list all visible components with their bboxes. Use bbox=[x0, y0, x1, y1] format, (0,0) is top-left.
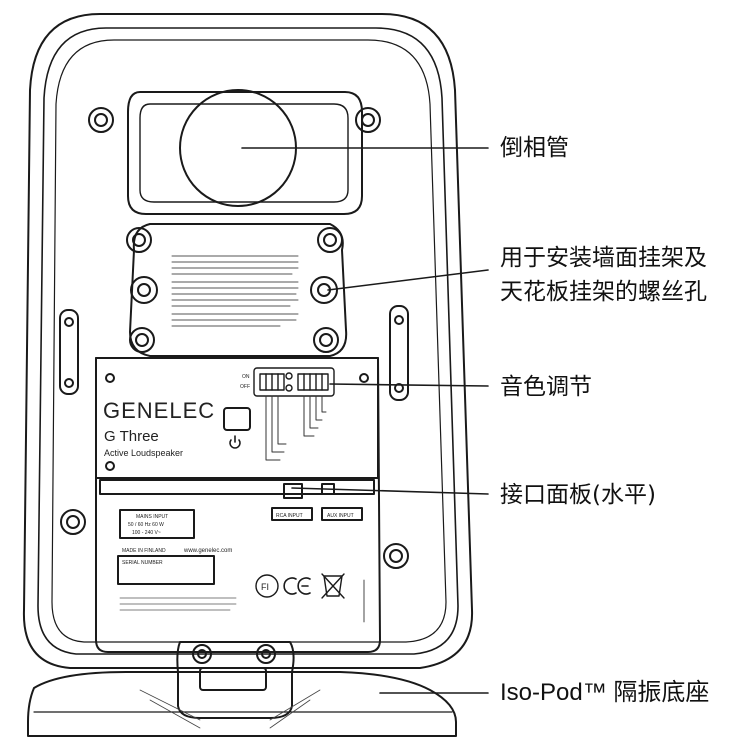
mains-label: MAINS INPUT bbox=[136, 514, 168, 520]
rca-input-box bbox=[271, 507, 313, 521]
panel-ridge bbox=[99, 479, 375, 495]
dip-leader-lines bbox=[265, 395, 327, 461]
mains-info-box bbox=[119, 509, 195, 539]
website-label: www.genelec.com bbox=[183, 548, 232, 554]
side-slot-right bbox=[389, 305, 409, 401]
callout-isopod-text: Iso-Pod™ 隔振底座 bbox=[500, 679, 710, 706]
switch-off-label: OFF bbox=[240, 384, 250, 390]
screw-top-left bbox=[88, 107, 114, 133]
screw-bottom-left bbox=[60, 509, 86, 535]
iso-pod-base bbox=[27, 671, 457, 737]
panel-ridge-notch bbox=[283, 483, 303, 499]
nameplate-brand: GENELEC bbox=[103, 398, 215, 423]
callout-mount-line2: 天花板挂架的螺丝孔 bbox=[500, 279, 707, 305]
fi-mark-label: FI bbox=[261, 582, 269, 592]
dip-switch-block bbox=[253, 367, 335, 397]
bracket-window bbox=[199, 667, 267, 691]
mount-screw-tr bbox=[317, 227, 343, 253]
callout-port: 倒相管 bbox=[500, 131, 569, 165]
mount-screw-ml bbox=[130, 276, 158, 304]
nameplate-logo-box bbox=[223, 407, 251, 431]
screw-top-right bbox=[355, 107, 381, 133]
mount-screw-tl bbox=[126, 227, 152, 253]
ce-mark-icon bbox=[283, 577, 311, 595]
switch-on-label: ON bbox=[242, 374, 250, 380]
cabinet-inner2 bbox=[51, 39, 447, 643]
mount-screw-bl bbox=[129, 327, 155, 353]
leader-mount bbox=[327, 269, 489, 291]
leader-tone bbox=[329, 383, 489, 387]
nameplate-model: G Three bbox=[104, 428, 159, 445]
strip-hole-right bbox=[359, 373, 369, 383]
cabinet-outer bbox=[22, 13, 474, 669]
screw-bottom-right bbox=[383, 543, 409, 569]
strip-hole-left bbox=[105, 373, 115, 383]
callout-mount: 用于安装墙面挂架及 天花板挂架的螺丝孔 bbox=[500, 241, 707, 309]
callout-isopod: Iso-Pod™ 隔振底座 bbox=[500, 676, 709, 710]
made-in-label: MADE IN FINLAND bbox=[122, 548, 166, 554]
connector-panel bbox=[95, 357, 381, 653]
port-recess-inner bbox=[139, 103, 349, 203]
fine-print-lines bbox=[119, 597, 237, 611]
bracket-screw-right bbox=[256, 644, 276, 664]
port-recess bbox=[127, 91, 363, 215]
callout-panel-text: 接口面板(水平) bbox=[500, 482, 656, 508]
mains-voltage: 50 / 60 Hz 60 W bbox=[128, 522, 164, 528]
weee-bin-icon bbox=[321, 573, 345, 599]
mains-voltage-2: 100 - 240 V~ bbox=[132, 530, 161, 536]
aux-input-label: AUX INPUT bbox=[327, 513, 354, 519]
warning-text-block bbox=[171, 255, 299, 327]
rca-input-label: RCA INPUT bbox=[276, 513, 303, 519]
iso-pod-hatching bbox=[139, 689, 321, 729]
control-strip bbox=[95, 357, 379, 479]
mount-screw-br bbox=[313, 327, 339, 353]
ce-mark-label: CE bbox=[288, 602, 296, 608]
power-icon bbox=[229, 435, 241, 449]
stand-bracket bbox=[176, 641, 295, 719]
strip-hole-bottom bbox=[105, 461, 115, 471]
serial-box bbox=[117, 555, 215, 585]
cabinet-inner bbox=[37, 27, 459, 655]
aux-input-box bbox=[321, 507, 363, 521]
side-slot-left bbox=[59, 309, 79, 395]
bracket-screw-left bbox=[192, 644, 212, 664]
callout-mount-line1: 用于安装墙面挂架及 bbox=[500, 245, 707, 271]
callout-tone-text: 音色调节 bbox=[500, 374, 592, 400]
callout-panel: 接口面板(水平) bbox=[500, 478, 656, 512]
callout-port-text: 倒相管 bbox=[500, 135, 569, 161]
callout-tone: 音色调节 bbox=[500, 370, 592, 404]
fi-mark-icon bbox=[255, 574, 279, 598]
leader-panel bbox=[291, 487, 489, 495]
serial-label: SERIAL NUMBER bbox=[122, 560, 163, 566]
nameplate-subtitle: Active Loudspeaker bbox=[104, 448, 183, 458]
